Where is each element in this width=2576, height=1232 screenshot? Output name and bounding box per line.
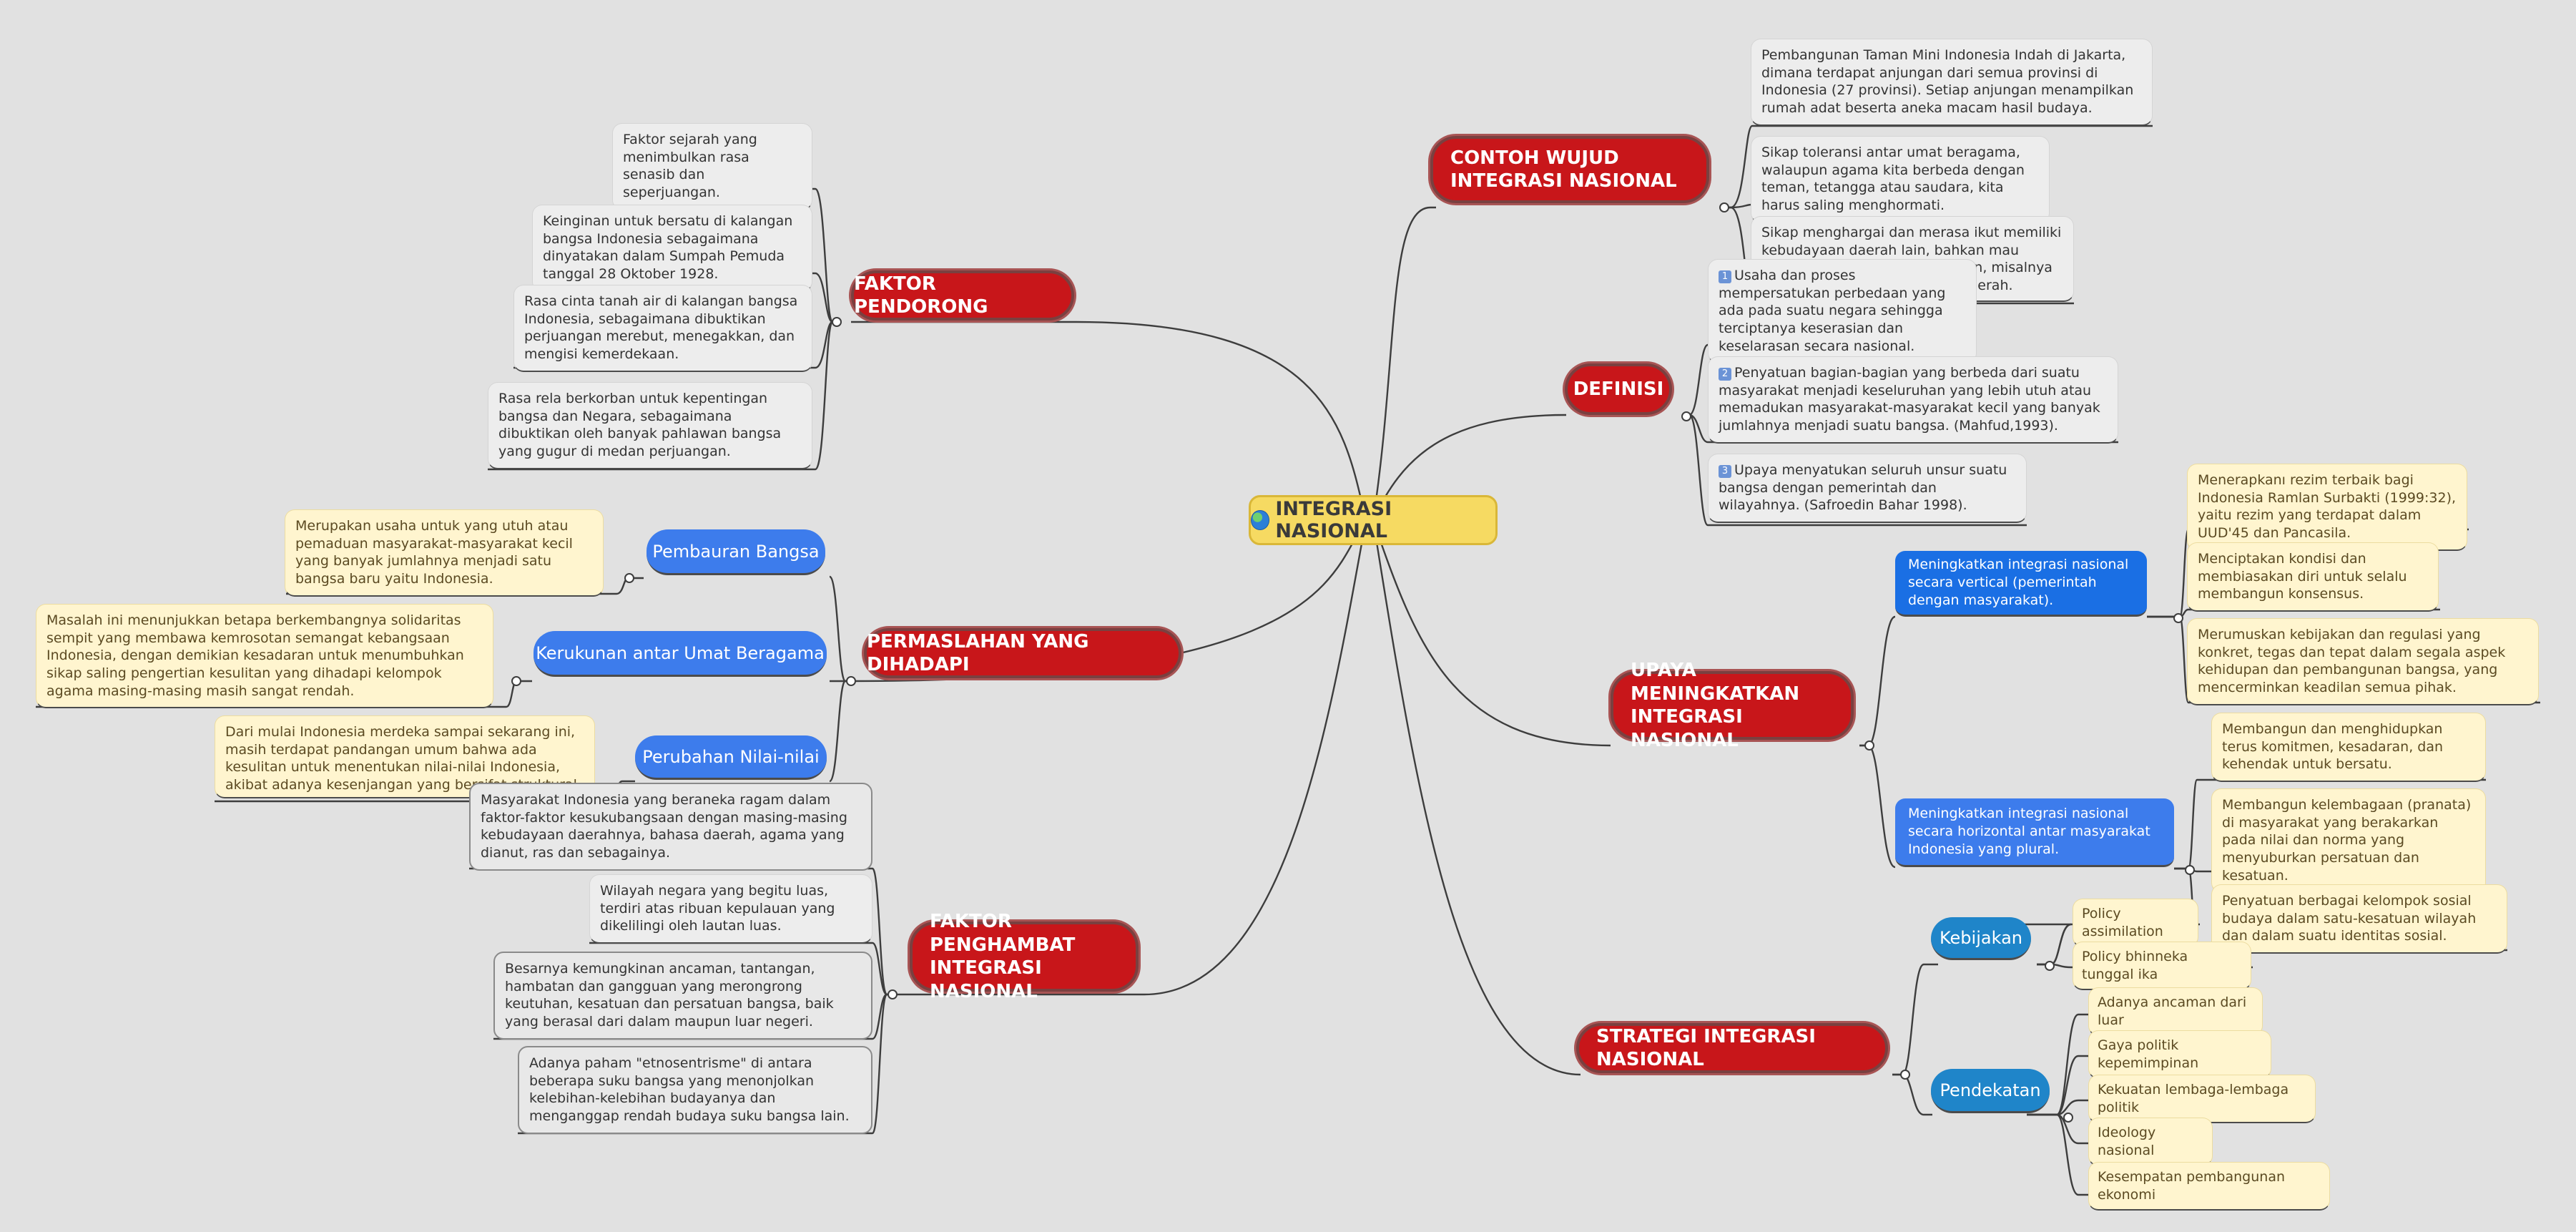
upaya-horizontal[interactable]: Meningkatkan integrasi nasional secara h… — [1895, 798, 2174, 867]
connector-penghambat — [887, 519, 1367, 996]
definisi-item-1-text: Usaha dan proses mempersatukan perbedaan… — [1719, 268, 1946, 354]
kebijakan-item-1[interactable]: Policy assimilation — [2073, 899, 2198, 948]
permasalahan-sub-3[interactable]: Perubahan Nilai-nilai — [635, 735, 827, 780]
permasalahan-sub-2-label: Kerukunan antar Umat Beragama — [536, 642, 825, 663]
strategi-kebijakan-label: Kebijakan — [1940, 927, 2022, 948]
topic-strategi-label: STRATEGI INTEGRASI NASIONAL — [1596, 1025, 1816, 1071]
central-title: INTEGRASI NASIONAL — [1275, 498, 1392, 542]
penghambat-item-3[interactable]: Besarnya kemungkinan ancaman, tantangan,… — [493, 952, 872, 1040]
topic-upaya-label: UPAYA MENINGKATKAN INTEGRASI NASIONAL — [1631, 660, 1800, 751]
upaya-horizontal-label: Meningkatkan integrasi nasional secara h… — [1908, 806, 2150, 857]
pendorong-item-3[interactable]: Rasa cinta tanah air di kalangan bangsa … — [513, 285, 812, 372]
strategi-pendekatan[interactable]: Pendekatan — [1931, 1069, 2050, 1113]
upaya-vertical[interactable]: Meningkatkan integrasi nasional secara v… — [1895, 551, 2147, 617]
topic-contoh-label: CONTOH WUJUD INTEGRASI NASIONAL — [1450, 147, 1677, 192]
upaya-vertical-item-1[interactable]: Menerapkanı rezim terbaik bagi Indonesia… — [2187, 464, 2467, 551]
strategi-kebijakan[interactable]: Kebijakan — [1931, 917, 2031, 960]
pendekatan-item-4[interactable]: Ideology nasional — [2088, 1118, 2213, 1167]
pendekatan-item-2[interactable]: Gaya politik kepemimpinan — [2088, 1030, 2271, 1080]
permasalahan-note-1[interactable]: Merupakan usaha untuk yang utuh atau pem… — [285, 509, 604, 597]
permasalahan-sub-1-label: Pembauran Bangsa — [652, 541, 820, 562]
topic-definisi-label: DEFINISI — [1573, 378, 1664, 400]
definisi-item-3-text: Upaya menyatukan seluruh unsur suatu ban… — [1719, 462, 2007, 514]
topic-pendorong-label: FAKTOR PENDORONG — [854, 273, 988, 318]
pendorong-item-1[interactable]: Faktor sejarah yang menimbulkan rasa sen… — [612, 123, 812, 210]
central-topic[interactable]: INTEGRASI NASIONAL — [1249, 495, 1498, 545]
permasalahan-sub-3-label: Perubahan Nilai-nilai — [642, 746, 820, 767]
upaya-horizontal-item-2[interactable]: Membangun kelembagaan (pranata) di masya… — [2211, 788, 2486, 894]
contoh-item-2[interactable]: Sikap toleransi antar umat beragama, wal… — [1751, 136, 2050, 223]
topic-permasalahan-label: PERMASLAHAN YANG DIHADAPI — [867, 630, 1089, 676]
penghambat-item-2[interactable]: Wilayah negara yang begitu luas, terdiri… — [589, 874, 872, 944]
upaya-vertical-item-3[interactable]: Merumuskan kebijakan dan regulasi yang k… — [2187, 618, 2539, 705]
connector-pendorong — [851, 321, 1367, 521]
definisi-item-2-text: Penyatuan bagian-bagian yang berbeda dar… — [1719, 365, 2100, 434]
topic-contoh[interactable]: CONTOH WUJUD INTEGRASI NASIONAL — [1430, 136, 1709, 203]
kebijakan-item-2[interactable]: Policy bhinneka tunggal ika — [2073, 942, 2251, 991]
upaya-horizontal-item-3[interactable]: Penyatuan berbagai kelompok sosial buday… — [2211, 884, 2507, 954]
number-1-icon: 1 — [1719, 270, 1731, 283]
permasalahan-sub-2[interactable]: Kerukunan antar Umat Beragama — [534, 631, 827, 677]
globe-icon — [1251, 510, 1270, 530]
penghambat-item-1[interactable]: Masyarakat Indonesia yang beraneka ragam… — [469, 783, 872, 871]
number-2-icon: 2 — [1719, 368, 1731, 381]
penghambat-item-4[interactable]: Adanya paham "etnosentrisme" di antara b… — [518, 1046, 872, 1134]
number-3-icon: 3 — [1719, 465, 1731, 478]
pendorong-item-4[interactable]: Rasa rela berkorban untuk kepentingan ba… — [488, 382, 812, 469]
strategi-pendekatan-label: Pendekatan — [1940, 1080, 2041, 1100]
pendekatan-item-3[interactable]: Kekuatan lembaga-lembaga politik — [2088, 1075, 2316, 1124]
upaya-horizontal-item-1[interactable]: Membangun dan menghidupkan terus komitme… — [2211, 713, 2486, 783]
upaya-vertical-item-2[interactable]: Menciptakan kondisi dan membiasakan diri… — [2187, 542, 2439, 612]
permasalahan-note-2[interactable]: Masalah ini menunjukkan betapa berkemban… — [36, 604, 493, 709]
pendorong-item-2[interactable]: Keinginan untuk bersatu di kalangan bang… — [532, 205, 812, 292]
topic-upaya[interactable]: UPAYA MENINGKATKAN INTEGRASI NASIONAL — [1611, 660, 1854, 751]
topic-penghambat-label: FAKTOR PENGHAMBAT INTEGRASI NASIONAL — [930, 911, 1076, 1002]
permasalahan-sub-1[interactable]: Pembauran Bangsa — [647, 529, 825, 575]
contoh-item-1[interactable]: Pembangunan Taman Mini Indonesia Indah d… — [1751, 39, 2153, 126]
connector-upaya — [1372, 519, 1611, 747]
topic-strategi[interactable]: STRATEGI INTEGRASI NASIONAL — [1576, 1023, 1888, 1073]
connector-strategi — [1372, 519, 1581, 1076]
connector-contoh — [1372, 206, 1436, 521]
upaya-vertical-label: Meningkatkan integrasi nasional secara v… — [1908, 557, 2129, 608]
pendekatan-item-1[interactable]: Adanya ancaman dari luar — [2088, 987, 2263, 1037]
topic-penghambat[interactable]: FAKTOR PENGHAMBAT INTEGRASI NASIONAL — [910, 911, 1139, 1002]
pendekatan-item-5[interactable]: Kesempatan pembangunan ekonomi — [2088, 1162, 2330, 1211]
topic-pendorong[interactable]: FAKTOR PENDORONG — [851, 270, 1074, 321]
topic-definisi[interactable]: DEFINISI — [1565, 363, 1672, 415]
topic-permasalahan[interactable]: PERMASLAHAN YANG DIHADAPI — [864, 628, 1181, 678]
